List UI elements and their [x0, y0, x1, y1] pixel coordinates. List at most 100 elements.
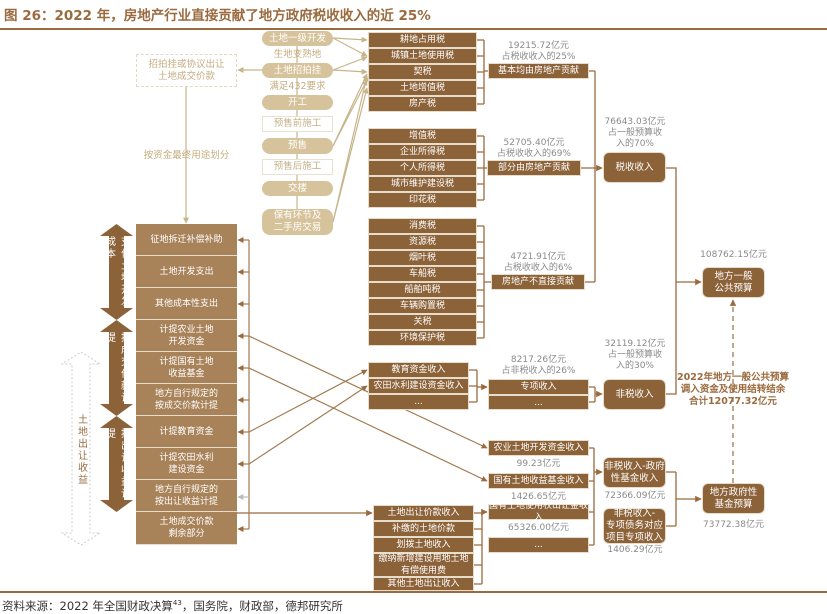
- process-step: 开工: [262, 95, 333, 110]
- bracket-arrows: [60, 224, 133, 546]
- process-links: [183, 36, 369, 224]
- nontax-item: 教育资金收入: [368, 362, 469, 378]
- fund-item: 农业土地开发资金收入: [488, 440, 589, 456]
- fund-use-label: 按资金最终用途划分: [143, 150, 230, 161]
- top-rule: [0, 28, 827, 30]
- tax-item: 车辆购置税: [368, 298, 477, 314]
- expenditure-item: 其他成本性支出: [136, 288, 237, 320]
- expenditure-item: 地方自行规定的 按出让收益计提: [136, 480, 237, 512]
- source-rest: ，国务院，财政部，德邦研究所: [181, 599, 343, 613]
- gov-fund-nontax-amount: 72366.09亿元: [604, 491, 666, 501]
- tax-item: 印花税: [368, 192, 477, 208]
- tax-item: 土地增值税: [368, 80, 477, 96]
- tax-item: 城镇土地使用税: [368, 48, 477, 64]
- process-step: 土地一级开发: [262, 31, 333, 46]
- figure-title: 图 26：2022 年，房地产行业直接贡献了地方政府税收收入的近 25%: [4, 8, 431, 24]
- source-footnote: 43: [172, 599, 182, 608]
- nontax-brackets: [237, 369, 702, 585]
- tax-item: 增值税: [368, 128, 477, 144]
- special-revenue-share: 占非税收入的26%: [501, 366, 576, 376]
- tax-revenue-box: 税收收入: [603, 152, 666, 183]
- fund-item: ...: [488, 537, 589, 553]
- source-note: 资料来源：2022 年全国财政决算43，国务院，财政部，德邦研究所: [2, 598, 343, 614]
- tax-item: 环境保护税: [368, 330, 477, 346]
- gov-fund-budget-amount: 73772.38亿元: [703, 520, 764, 530]
- tax-summary-share: 占税收收入的69%: [496, 149, 571, 159]
- expenditure-item: 计提农田水利 建设资金: [136, 448, 237, 480]
- land-transfer-box: 招拍挂或协议出让 土地成交价款: [136, 54, 237, 87]
- expenditure-item: 土地开发支出: [136, 256, 237, 288]
- transfer-note: 合计12077.32亿元: [689, 396, 777, 407]
- bracket-label: 支付土地开发成本: [103, 236, 130, 308]
- transfer-note: 调入资金及使用结转结余: [680, 384, 786, 395]
- bracket-income: [100, 416, 133, 512]
- land-revenue-item: 土地出让价款收入: [373, 505, 474, 521]
- nontax-revenue-share: 占一般预算收: [607, 350, 662, 360]
- process-step: 预售后施工: [262, 159, 333, 175]
- transfer-note: 2022年地方一般公共预算: [677, 372, 789, 383]
- tax-summary-amount: 4721.91亿元: [510, 252, 566, 262]
- special-debt-amount: 1406.29亿元: [607, 545, 663, 555]
- tax-summary-amount: 52705.40亿元: [503, 138, 565, 148]
- bracket-dev-cost: [100, 224, 133, 320]
- tax-summary-box: 房地产不直接贡献: [491, 274, 585, 290]
- process-step: 土地招拍挂: [262, 63, 333, 78]
- land-revenue-item: 其他土地出让收入: [373, 577, 474, 591]
- fund-item-amount: 99.23亿元: [516, 459, 561, 469]
- land-revenue-item: 缴纳新增建设用地土地 有偿使用费: [373, 553, 474, 577]
- special-debt-box: 非税收入- 专项债务对应 项目专项收入: [603, 508, 666, 544]
- tax-item: 船舶吨税: [368, 282, 477, 298]
- bracket-label: 按成交价款计提: [103, 332, 130, 404]
- tax-item: 关税: [368, 314, 477, 330]
- expenditure-item: 土地成交价款 剩余部分: [136, 512, 237, 545]
- land-revenue-item: 补缴的土地价款: [373, 521, 474, 537]
- general-budget-amount: 108762.15亿元: [700, 250, 767, 260]
- nontax-revenue-share: 入的30%: [615, 361, 654, 371]
- process-step: 保有环节及 二手房交易: [262, 209, 333, 235]
- tax-summary-share: 占税收收入的25%: [501, 52, 576, 62]
- expenditure-item: 计提国有土地 收益基金: [136, 352, 237, 384]
- bracket-outer: [60, 351, 102, 546]
- process-step: 预售前施工: [262, 116, 333, 132]
- special-revenue-amount: 8217.26亿元: [510, 355, 567, 365]
- tax-item: 房产税: [368, 96, 477, 112]
- fund-item: 国有土地收益基金收入: [488, 473, 589, 489]
- tax-revenue-share: 入的70%: [615, 139, 654, 149]
- bracket-label: 按出让收益计提: [103, 428, 130, 500]
- expenditure-item: 征地拆迁补偿补助: [136, 224, 237, 256]
- tax-item: 耕地占用税: [368, 32, 477, 48]
- special-revenue-more: ...: [488, 395, 589, 410]
- source-text: 资料来源：2022 年全国财政决算: [2, 599, 173, 613]
- process-step: 交楼: [262, 181, 333, 196]
- nontax-item: 农田水利建设资金收入: [368, 378, 469, 394]
- tax-revenue-share: 占一般预算收: [607, 128, 662, 138]
- nontax-item: ...: [368, 394, 469, 410]
- tax-item: 烟叶税: [368, 250, 477, 266]
- expenditure-item: 计提农业土地 开发资金: [136, 320, 237, 352]
- nontax-revenue-amount: 32119.12亿元: [604, 339, 666, 349]
- tax-item: 企业所得税: [368, 144, 477, 160]
- tax-item: 个人所得税: [368, 160, 477, 176]
- tax-item: 资源税: [368, 234, 477, 250]
- bracket-price: [100, 320, 133, 416]
- process-step: 生地变熟地: [273, 49, 322, 60]
- tax-item: 消费税: [368, 218, 477, 234]
- outer-bracket-label: 土地出让收益: [75, 414, 87, 486]
- gov-fund-budget-box: 地方政府性 基金预算: [702, 483, 765, 514]
- tax-item: 车船税: [368, 266, 477, 282]
- tax-item: 城市维护建设税: [368, 176, 477, 192]
- expenditure-item: 计提教育资金: [136, 416, 237, 448]
- tax-summary-amount: 19215.72亿元: [508, 41, 569, 51]
- fund-item-amount: 65326.00亿元: [508, 523, 569, 533]
- expenditure-item: 地方自行规定的 按成交价款计提: [136, 384, 237, 416]
- tax-summary-share: 占税收收入的6%: [503, 263, 573, 273]
- bottom-rule: [0, 591, 827, 593]
- gov-fund-nontax-box: 非税收入-政府 性基金收入: [603, 457, 666, 488]
- fund-item: 国有土地使用权出让金收入: [488, 501, 589, 523]
- tax-summary-box: 基本均由房地产贡献: [488, 63, 589, 79]
- land-revenue-item: 划拨土地收入: [373, 537, 474, 553]
- tax-item: 契税: [368, 64, 477, 80]
- nontax-revenue-box: 非税收入: [603, 379, 666, 410]
- tax-summary-box: 部分由房地产贡献: [487, 160, 581, 176]
